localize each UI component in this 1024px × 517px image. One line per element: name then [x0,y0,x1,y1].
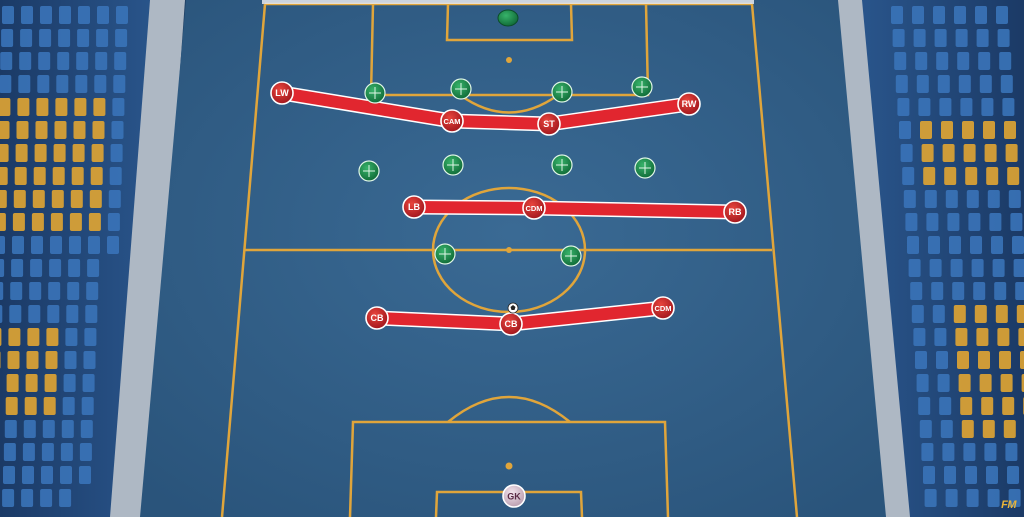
watermark-logo: FM [1001,499,1016,511]
link-cb-center-cdm-right [505,302,669,330]
goalkeeper-label: GK [507,492,521,502]
goalkeeper-token[interactable]: GK [502,484,526,508]
player-token-st[interactable]: ST [537,112,561,136]
player-label: CDM [654,304,671,313]
link-cdm-rb [528,202,741,218]
player-label: RB [729,207,742,217]
player-label: RW [682,99,697,109]
player-label: CDM [525,204,542,213]
right-touchline [750,3,799,517]
opponent-token[interactable] [560,245,582,267]
opponent-token[interactable] [551,154,573,176]
opponent-token[interactable] [551,81,573,103]
top-goal-frame [262,0,754,4]
player-token-rb[interactable]: RB [723,200,747,224]
center-circle [431,186,587,314]
top-penalty-spot [506,57,512,63]
link-cb-left-cb-center [371,312,517,330]
opponent-token[interactable] [442,154,464,176]
link-st-rw [543,98,695,130]
left-stand [0,0,185,517]
top-penalty-area [369,3,650,97]
player-token-lw[interactable]: LW [270,81,294,105]
opponent-token[interactable] [634,157,656,179]
top-goal-area [445,3,574,42]
player-label: LB [408,202,420,212]
player-token-lb[interactable]: LB [402,195,426,219]
opponent-token[interactable] [631,76,653,98]
top-goal-marker [497,9,519,27]
opponent-players [358,76,656,267]
player-label: LW [275,88,289,98]
bottom-penalty-area [348,420,670,517]
player-token-cdm[interactable]: CDM [522,196,546,220]
player-token-cam[interactable]: CAM [440,109,464,133]
player-label: CAM [443,117,460,126]
center-spot [506,247,512,253]
left-touchline [220,3,267,517]
red-team-players: LW CAM ST RW LB CDM RB CB CB CDM [270,81,747,336]
link-lines [274,85,743,332]
player-token-cdm-right[interactable]: CDM [651,296,675,320]
link-lb-cdm [408,201,540,214]
soccer-ball-icon [507,302,519,314]
player-token-rw[interactable]: RW [677,92,701,116]
player-label: CB [505,319,518,329]
pitch-surface [140,0,886,517]
pitch-markings [220,2,799,517]
bottom-arc [447,395,571,423]
player-label: ST [543,119,555,129]
link-lw-cam [276,87,458,127]
player-token-cb-left[interactable]: CB [365,306,389,330]
opponent-token[interactable] [358,160,380,182]
bottom-penalty-spot [505,462,513,470]
top-arc [459,93,559,114]
player-label: CB [371,313,384,323]
opponent-token[interactable] [434,243,456,265]
player-token-cb-center[interactable]: CB [499,312,523,336]
opponent-token[interactable] [364,82,386,104]
link-cam-st [446,115,555,130]
opponent-token[interactable] [450,78,472,100]
